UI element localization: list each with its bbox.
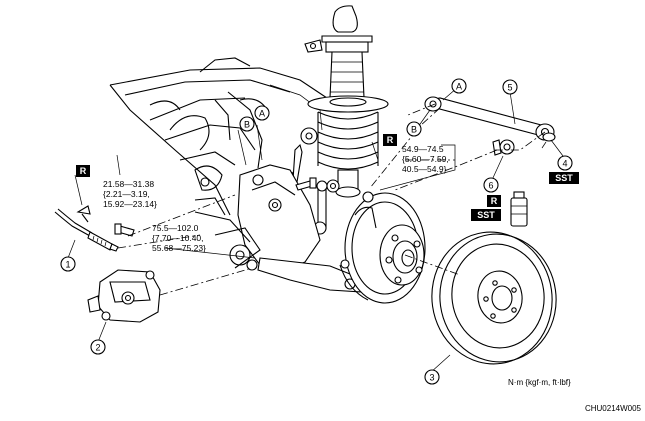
svg-text:SST: SST: [477, 210, 495, 220]
svg-text:B: B: [411, 125, 417, 135]
svg-text:75.5—102.0: 75.5—102.0: [152, 223, 199, 233]
svg-text:15.92—23.14}: 15.92—23.14}: [103, 199, 157, 209]
callout-2: 2: [90, 339, 106, 355]
letter-b-left: B: [239, 116, 255, 132]
torque-spec-1: 21.58—31.38 {2.21—3.19, 15.92—23.14}: [103, 179, 157, 209]
svg-text:1: 1: [65, 260, 70, 270]
svg-text:B: B: [244, 120, 250, 130]
svg-text:4: 4: [562, 159, 567, 169]
units-legend: N·m {kgf·m, ft·lbf}: [508, 378, 571, 387]
bushing-6: [492, 139, 515, 156]
svg-text:{7.70—10.40,: {7.70—10.40,: [152, 233, 204, 243]
svg-text:54.9—74.5: 54.9—74.5: [402, 144, 444, 154]
letter-a-left: A: [254, 105, 270, 121]
svg-text:6: 6: [488, 181, 493, 191]
brake-caliper-2: [87, 269, 161, 323]
upper-link-5: [424, 96, 555, 141]
bushing-4: [541, 132, 556, 149]
callout-6: 6: [483, 177, 499, 193]
callout-1: 1: [60, 256, 76, 272]
brake-disc-3: [431, 231, 557, 365]
svg-text:3: 3: [429, 373, 434, 383]
rear-crossmember: [109, 57, 331, 216]
letter-a-right: A: [451, 78, 467, 94]
cable-bracket-bolt: [114, 223, 135, 237]
svg-text:A: A: [259, 109, 265, 119]
svg-text:{2.21—3.19,: {2.21—3.19,: [103, 189, 150, 199]
svg-text:R: R: [80, 166, 87, 176]
svg-text:A: A: [456, 82, 462, 92]
sst-tool-icon: [510, 191, 528, 227]
parking-brake-cable-1: [54, 205, 119, 252]
svg-text:{5.60—7.59,: {5.60—7.59,: [402, 154, 449, 164]
stabilizer-link: [291, 127, 328, 235]
svg-text:R: R: [387, 135, 394, 145]
figure-code: CHU0214W005: [585, 404, 642, 413]
svg-text:2: 2: [95, 343, 100, 353]
svg-text:40.5—54.9}: 40.5—54.9}: [402, 164, 447, 174]
badge-r-bushing: R: [487, 195, 501, 207]
badge-sst-link: SST: [549, 172, 579, 184]
badge-r-shock: R: [383, 134, 397, 146]
knuckle: [214, 164, 321, 271]
guide-lines: [117, 103, 546, 296]
callout-3: 3: [424, 369, 440, 385]
letter-b-right: B: [406, 121, 422, 137]
callout-4: 4: [557, 155, 573, 171]
svg-text:SST: SST: [555, 173, 573, 183]
svg-text:21.58—31.38: 21.58—31.38: [103, 179, 154, 189]
callout-5: 5: [502, 79, 518, 95]
badge-sst-bushing: SST: [471, 209, 501, 221]
wheel-hub: [339, 191, 426, 304]
shock-absorber-assembly: [304, 5, 389, 198]
torque-spec-2: 75.5—102.0 {7.70—10.40, 55.68—75.23}: [152, 223, 206, 253]
badge-r-cable: R: [76, 165, 90, 177]
svg-text:5: 5: [507, 83, 512, 93]
svg-text:R: R: [491, 196, 498, 206]
svg-text:55.68—75.23}: 55.68—75.23}: [152, 243, 206, 253]
torque-spec-3: 54.9—74.5 {5.60—7.59, 40.5—54.9}: [402, 144, 449, 174]
